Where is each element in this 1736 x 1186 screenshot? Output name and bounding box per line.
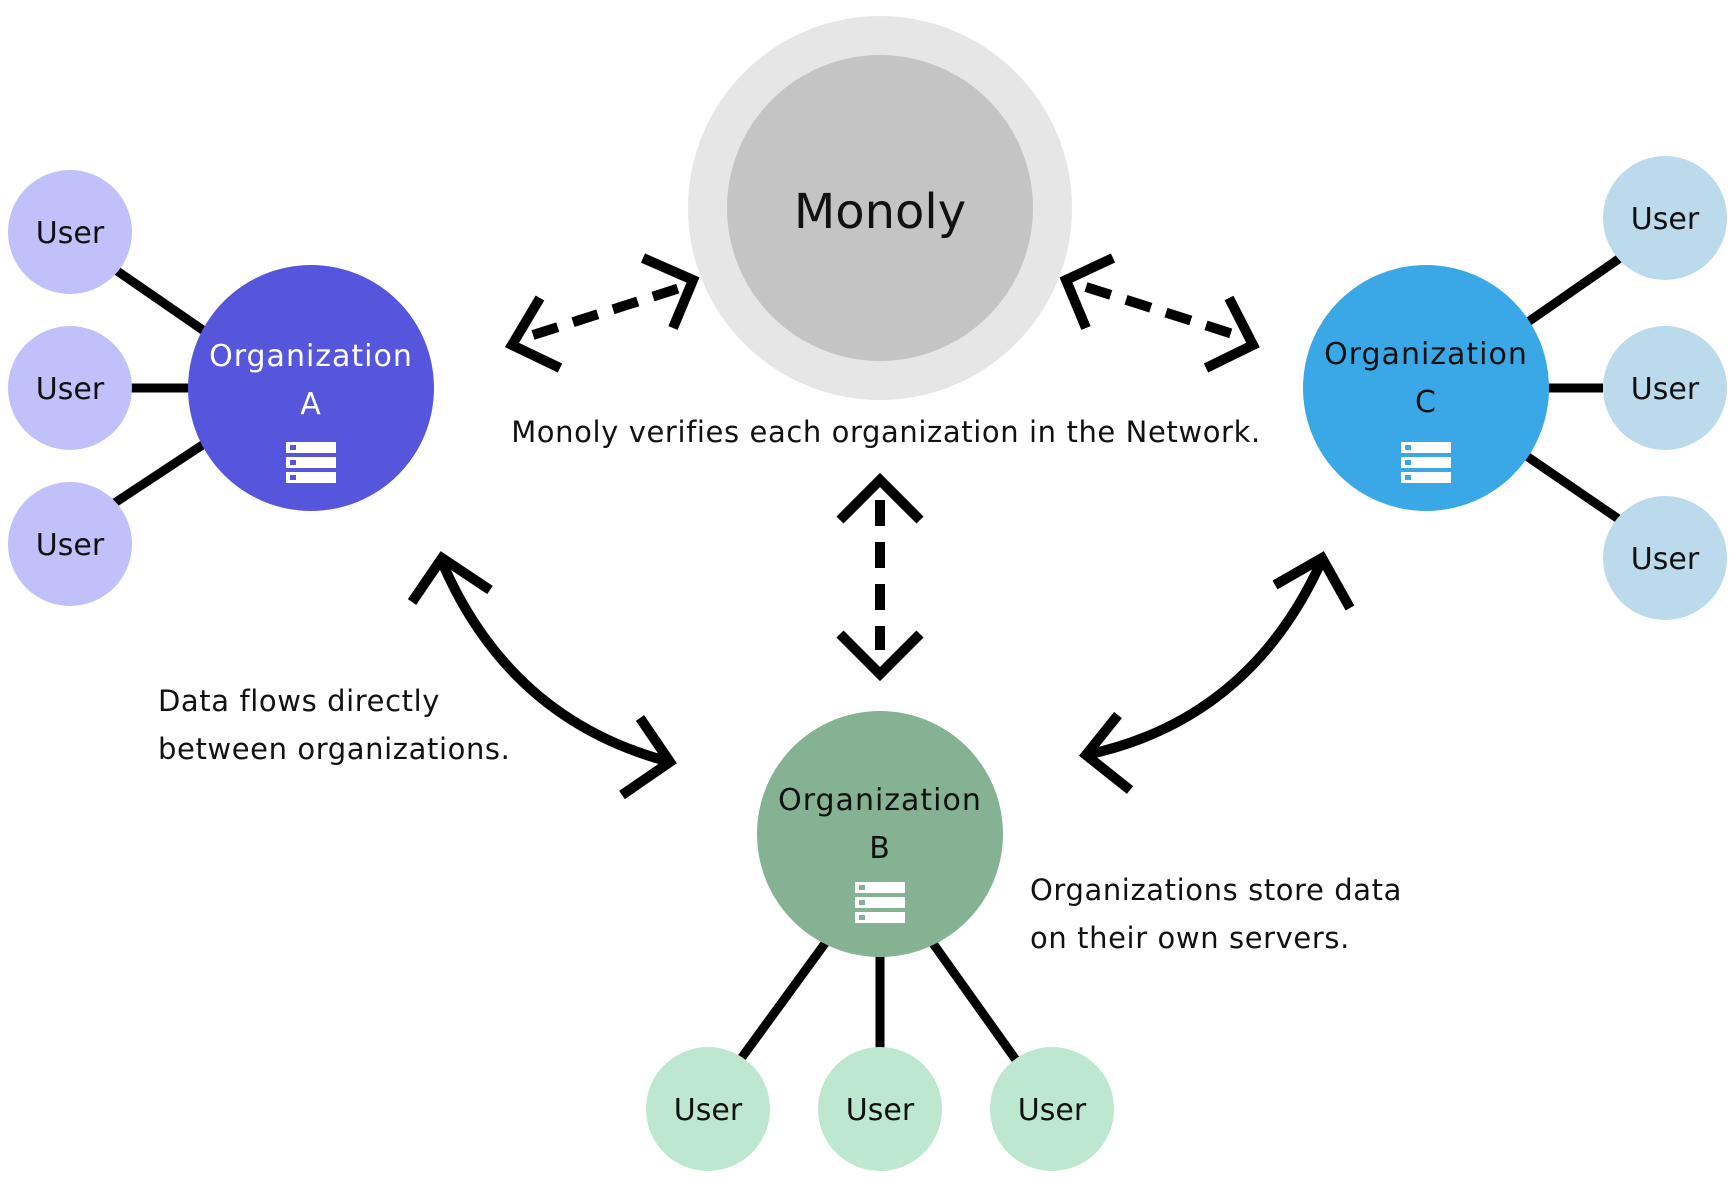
organization-b-name: Organization (778, 783, 982, 818)
users-b: User User User (646, 1047, 1114, 1171)
organization-b-letter: B (869, 831, 891, 866)
organization-a-circle (188, 265, 434, 511)
user-node: User (1603, 156, 1727, 280)
organization-b-circle (757, 711, 1003, 957)
user-node-label: User (36, 528, 105, 563)
data-flow-arrow-b-c (1084, 557, 1327, 760)
user-node: User (646, 1047, 770, 1171)
verify-arrow-c-head-left (1059, 253, 1116, 330)
user-node-circle (1603, 326, 1727, 450)
user-node: User (818, 1047, 942, 1171)
server-icon (286, 442, 336, 483)
caption-flow-line-1: Data flows directly (158, 684, 440, 718)
server-icon (855, 882, 905, 923)
monoly-hub: Monoly (688, 16, 1072, 400)
user-node-circle (8, 326, 132, 450)
data-flow-arrow-a-b-head-top (407, 551, 493, 605)
user-node-label: User (36, 372, 105, 407)
user-node-circle (990, 1047, 1114, 1171)
user-node: User (8, 170, 132, 294)
verify-arrow-c-head-right (1203, 295, 1260, 373)
user-node: User (1603, 496, 1727, 620)
organization-a-name: Organization (209, 339, 413, 374)
server-icon (1401, 442, 1451, 483)
verify-arrow-a-head-left (504, 295, 563, 373)
organization-c-circle (1303, 265, 1549, 511)
organization-a: Organization A (188, 265, 434, 511)
user-node-circle (1603, 156, 1727, 280)
organization-b: Organization B (757, 711, 1003, 957)
link-c-user-1 (1522, 254, 1623, 328)
users-a: User User User (8, 170, 132, 606)
user-node-circle (1603, 496, 1727, 620)
org-b-user-links (736, 939, 1020, 1063)
organization-c-letter: C (1415, 385, 1437, 420)
data-flow-arrow-b-c-head-right (1272, 551, 1355, 611)
org-a-user-links (107, 262, 213, 510)
caption-store-line-1: Organizations store data (1030, 873, 1402, 907)
user-node-label: User (36, 216, 105, 251)
caption-flow-line-2: between organizations. (158, 732, 510, 766)
user-node-label: User (1631, 372, 1700, 407)
monoly-hub-inner (727, 55, 1033, 361)
link-b-user-1 (736, 939, 830, 1063)
user-node: User (8, 326, 132, 450)
org-c-user-links (1522, 254, 1623, 524)
users-c: User User User (1603, 156, 1727, 620)
verify-arrows (504, 253, 1260, 682)
caption-verify: Monoly verifies each organization in the… (511, 415, 1261, 449)
verify-arrow-a-line (531, 282, 685, 340)
user-node-circle (818, 1047, 942, 1171)
verify-arrow-b-head-bottom (836, 630, 924, 682)
verify-arrow-c-line (1084, 282, 1238, 340)
link-b-user-3 (928, 939, 1020, 1063)
data-flow-arrow-a-b (437, 560, 672, 767)
user-node: User (990, 1047, 1114, 1171)
organization-a-letter: A (300, 387, 322, 422)
user-node-circle (8, 170, 132, 294)
user-node-circle (646, 1047, 770, 1171)
user-node-circle (8, 482, 132, 606)
data-flow-arrow-a-b-head-bottom (619, 715, 677, 800)
caption-store-line-2: on their own servers. (1030, 921, 1350, 955)
monoly-hub-label: Monoly (794, 184, 966, 240)
user-node: User (8, 482, 132, 606)
link-a-user-3 (107, 436, 213, 510)
user-node-label: User (846, 1093, 915, 1128)
user-node: User (1603, 326, 1727, 450)
verify-arrow-a-head-right (640, 253, 700, 330)
data-flow-arrow-b-c-head-left (1078, 711, 1134, 794)
organization-c: Organization C (1303, 265, 1549, 511)
organization-c-name: Organization (1324, 337, 1528, 372)
link-a-user-1 (107, 262, 213, 339)
user-node-label: User (1018, 1093, 1087, 1128)
user-node-label: User (1631, 202, 1700, 237)
user-node-label: User (674, 1093, 743, 1128)
user-node-label: User (1631, 542, 1700, 577)
data-flow-arrows (407, 551, 1355, 800)
link-c-user-3 (1522, 451, 1623, 524)
verify-arrow-b-head-top (836, 472, 924, 524)
